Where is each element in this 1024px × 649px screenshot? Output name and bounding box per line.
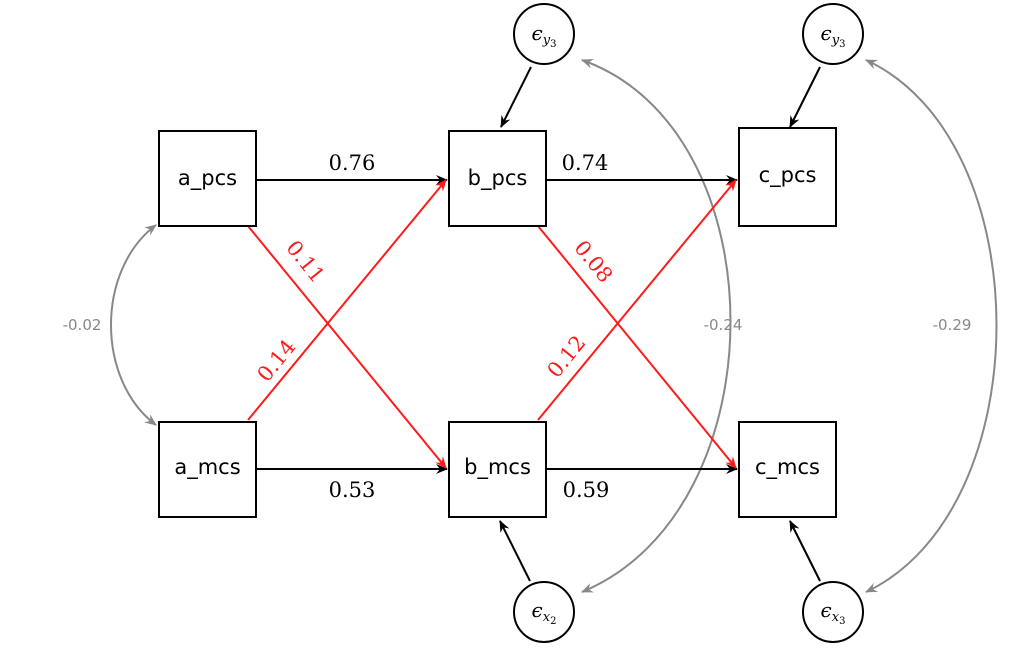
svg-text:b_mcs: b_mcs [464,455,531,480]
error-node-bottom-b: ϵx2 [513,581,575,643]
svg-text:c_mcs: c_mcs [755,455,820,480]
coef-a-pcs-b-mcs: 0.11 [281,236,329,287]
error-arrow-top-b [500,66,532,128]
svg-text:a_mcs: a_mcs [174,455,240,480]
path-a-mcs-to-b-pcs [247,179,447,421]
svg-text:ϵx3: ϵx3 [821,598,846,627]
coef-a-pcs-b-pcs: 0.76 [329,151,376,175]
node-c-pcs: c_pcs [738,127,837,227]
error-node-top-b: ϵy3 [513,3,575,65]
svg-text:c_pcs: c_pcs [759,163,817,188]
covariance-label-b: -0.24 [704,316,743,334]
path-b-pcs-to-c-mcs [537,225,737,469]
coef-a-mcs-b-pcs: 0.14 [253,335,301,386]
coef-b-pcs-c-mcs: 0.08 [569,236,617,287]
node-a-mcs: a_mcs [158,421,257,518]
svg-text:ϵy3: ϵy3 [821,21,846,50]
path-a-pcs-to-b-mcs [247,225,447,469]
coef-b-mcs-c-pcs: 0.12 [543,331,591,382]
covariance-label-a: -0.02 [63,316,102,334]
error-arrow-bottom-c [789,520,821,582]
coef-b-pcs-c-pcs: 0.74 [562,151,609,175]
svg-text:ϵy3: ϵy3 [532,21,557,50]
covariance-arc-a [110,224,157,426]
coef-b-mcs-c-mcs: 0.59 [563,478,610,502]
error-node-top-c: ϵy3 [802,3,864,65]
path-b-mcs-to-c-pcs [537,179,737,421]
svg-text:a_pcs: a_pcs [178,166,237,191]
covariance-label-c: -0.29 [933,316,972,334]
error-arrow-bottom-b [499,520,531,582]
coef-a-mcs-b-mcs: 0.53 [329,478,376,502]
svg-text:b_pcs: b_pcs [468,166,528,191]
node-b-mcs: b_mcs [448,421,547,518]
node-c-mcs: c_mcs [738,421,837,518]
node-a-pcs: a_pcs [158,130,257,227]
error-arrow-top-c [789,66,821,128]
covariance-arc-c [865,59,998,593]
svg-text:ϵx2: ϵx2 [532,598,557,627]
covariance-arc-b [581,58,732,593]
error-node-bottom-c: ϵx3 [802,581,864,643]
node-b-pcs: b_pcs [448,130,547,227]
